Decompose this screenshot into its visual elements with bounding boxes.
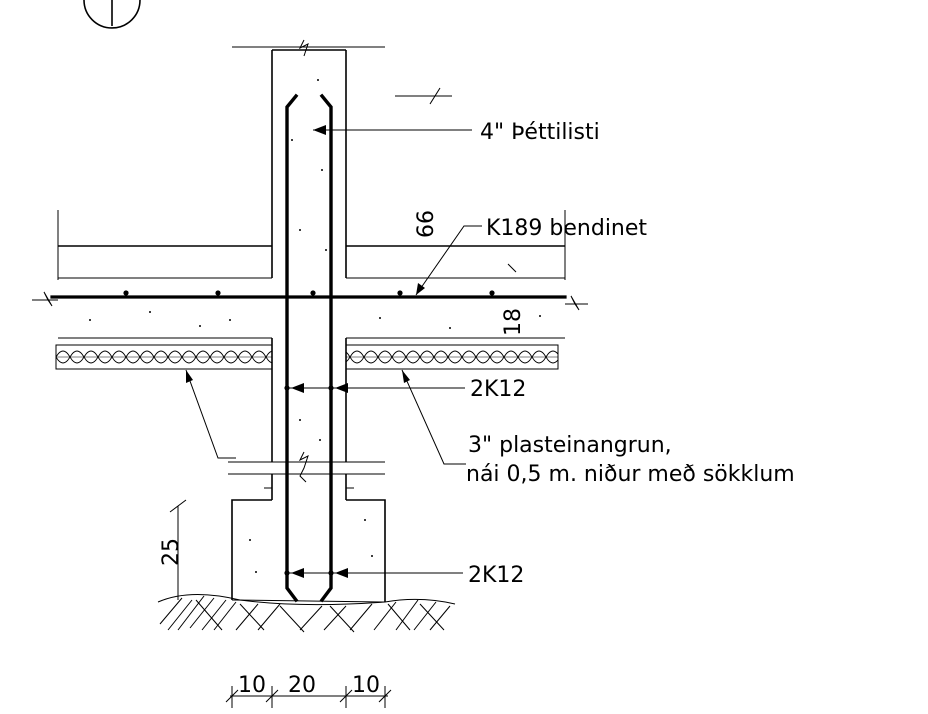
dim-wall-width: 20: [288, 673, 316, 698]
foundation-wall: [228, 338, 385, 500]
mesh-label: K189 bendinet: [486, 216, 647, 241]
section-marker-icon: [83, 0, 141, 29]
sealer-label: 4" Þéttilisti: [480, 120, 600, 145]
vertical-rebars: [285, 93, 333, 603]
rebar-bottom-label: 2K12: [468, 563, 524, 588]
leader-lines: [185, 87, 482, 578]
insulation-layers: [55, 344, 559, 370]
dimension-lines: [169, 263, 517, 708]
insulation-label-line1: 3" plasteinangrun,: [468, 433, 672, 458]
dim-footing-right: 10: [352, 673, 380, 698]
concrete-texture: [89, 79, 541, 573]
upper-wall: [232, 39, 385, 278]
footing: [157, 499, 456, 633]
dim-slab-thickness: 18: [501, 308, 526, 336]
rebar-mid-label: 2K12: [470, 377, 526, 402]
dim-footing-left: 10: [238, 673, 266, 698]
insulation-label-line2: nái 0,5 m. niður með sökklum: [466, 462, 795, 487]
floor-slab: [32, 210, 588, 339]
dim-slab-upper: 66: [414, 210, 439, 238]
dim-footing-height: 25: [159, 538, 184, 566]
